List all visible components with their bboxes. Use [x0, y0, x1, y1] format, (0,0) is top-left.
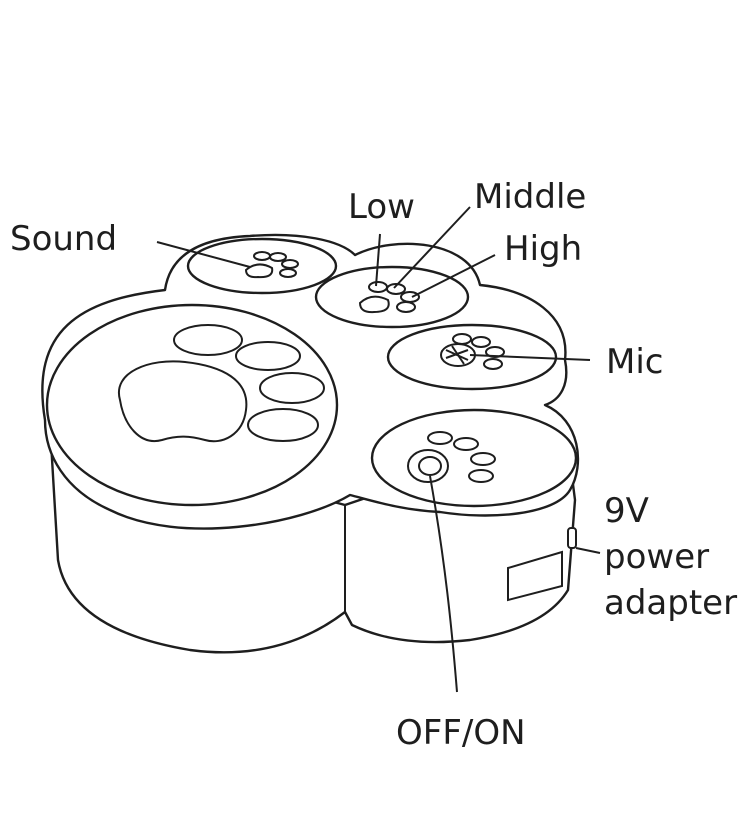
power-label-line3: adapter — [604, 583, 738, 623]
switch-leader-line — [429, 475, 458, 693]
off-on-switch-knob — [418, 456, 442, 476]
power-adapter-port[interactable] — [507, 550, 563, 602]
low-leader-line — [375, 233, 381, 287]
volume-toe-pad — [314, 265, 470, 329]
mic-paw-icon-toe — [483, 358, 503, 370]
sound-paw-icon-toe — [281, 259, 299, 269]
mic-paw-icon-toe — [471, 336, 491, 348]
switch-paw-icon-toe — [470, 452, 496, 466]
off-on-label: OFF/ON — [396, 713, 526, 753]
paw-print-toe-icon — [173, 324, 243, 356]
power-label-line1: 9V — [604, 491, 649, 531]
sound-label: Sound — [10, 219, 118, 259]
sound-leader-line — [156, 241, 251, 268]
high-button[interactable] — [400, 291, 420, 303]
paw-print-toe-icon — [247, 408, 319, 442]
volume-paw-icon — [358, 295, 390, 314]
mic-paw-icon-toe — [452, 333, 472, 345]
sound-paw-icon — [244, 263, 274, 279]
paw-print-toe-icon — [235, 341, 301, 371]
sound-paw-icon-toe — [269, 252, 287, 262]
switch-paw-icon-toe — [468, 469, 494, 483]
low-button[interactable] — [368, 281, 388, 293]
mic-leader-line — [469, 354, 591, 361]
paw-print-heel-icon — [117, 360, 248, 443]
middle-label: Middle — [474, 177, 587, 217]
volume-paw-icon-toe — [396, 301, 416, 313]
switch-paw-icon-toe — [427, 431, 453, 445]
high-label: High — [504, 229, 583, 269]
mic-grille-icon — [445, 345, 469, 365]
sound-paw-icon-toe — [253, 251, 271, 261]
low-label: Low — [348, 187, 415, 227]
middle-button[interactable] — [386, 283, 406, 295]
high-leader-line — [411, 254, 496, 298]
switch-paw-icon-toe — [453, 437, 479, 451]
mic-label: Mic — [606, 342, 664, 382]
middle-leader-line — [393, 206, 471, 289]
port-tab — [567, 527, 577, 549]
paw-print-toe-icon — [259, 372, 325, 404]
power-leader-line — [575, 547, 601, 554]
power-label-line2: power — [604, 537, 710, 577]
sound-paw-icon-toe — [279, 268, 297, 278]
